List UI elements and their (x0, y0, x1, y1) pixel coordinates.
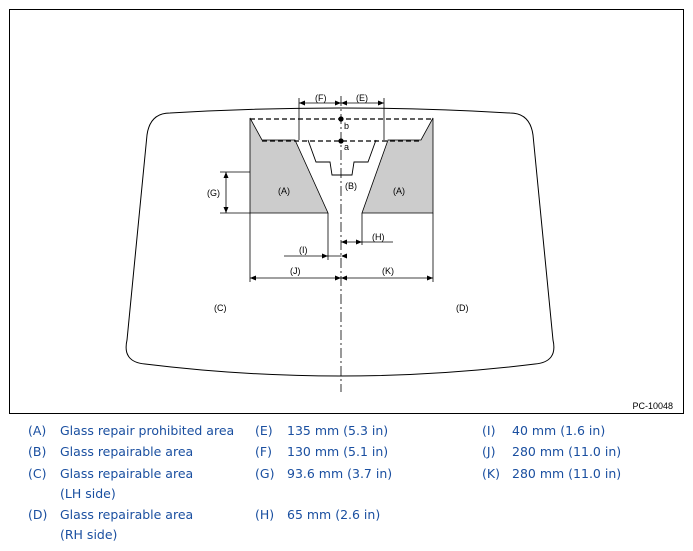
prohibited-area-right (361, 117, 434, 214)
legend-item-f: (F) 130 mm (5.1 in) (255, 442, 455, 462)
legend-value: 40 mm (1.6 in) (512, 423, 606, 438)
legend-item-h: (H) 65 mm (2.6 in) (255, 505, 455, 525)
legend-value: Glass repairable area (60, 466, 194, 481)
arrow-g-top (223, 172, 229, 178)
legend-key: (G) (255, 466, 275, 481)
mirror-base-outline (307, 139, 377, 176)
label-j: (J) (290, 266, 301, 276)
label-a-right: (A) (393, 186, 405, 196)
arrow-f-left (299, 100, 305, 106)
legend-key: (A) (28, 423, 47, 438)
legend-value: Glass repairable area (60, 444, 194, 459)
legend-value: 130 mm (5.1 in) (287, 444, 389, 459)
legend-value: 280 mm (11.0 in) (512, 466, 622, 481)
arrow-k-left (341, 275, 347, 281)
legend-col1: (A) Glass repair prohibited area (B) Gla… (28, 421, 253, 551)
legend-key: (I) (482, 423, 496, 438)
arrow-h-left (341, 239, 347, 245)
legend-item-d: (D) Glass repairable area (RH side) (28, 505, 253, 545)
legend-item-b: (B) Glass repairable area (28, 442, 253, 462)
legend-item-c: (C) Glass repairable area (LH side) (28, 464, 253, 504)
figure-code: PC-10048 (632, 401, 673, 411)
arrow-e-left (341, 100, 347, 106)
legend-key: (F) (255, 444, 272, 459)
label-b-point: b (344, 121, 349, 131)
legend-value: 280 mm (11.0 in) (512, 444, 622, 459)
legend-item-g: (G) 93.6 mm (3.7 in) (255, 464, 455, 484)
legend-item-i: (I) 40 mm (1.6 in) (482, 421, 682, 441)
point-a (338, 138, 344, 144)
label-e: (E) (356, 93, 368, 103)
legend-key: (K) (482, 466, 500, 481)
label-a-left: (A) (278, 186, 290, 196)
arrow-h-right (356, 239, 362, 245)
legend-value: Glass repairable area (60, 507, 194, 522)
legend-value: 65 mm (2.6 in) (287, 507, 381, 522)
legend-key: (E) (255, 423, 273, 438)
label-a-point: a (344, 142, 349, 152)
arrow-k-right (427, 275, 433, 281)
legend-item-e: (E) 135 mm (5.3 in) (255, 421, 455, 441)
label-k: (K) (382, 266, 394, 276)
label-c: (C) (214, 303, 227, 313)
arrow-i-right (341, 253, 347, 259)
legend-key: (J) (482, 444, 496, 459)
point-b (338, 116, 344, 122)
legend-item-k: (K) 280 mm (11.0 in) (482, 464, 682, 484)
arrow-f-right (335, 100, 341, 106)
legend-col3: (I) 40 mm (1.6 in) (J) 280 mm (11.0 in) … (482, 421, 682, 491)
windshield-outline (125, 107, 555, 377)
legend-value-sub: (LH side) (60, 486, 116, 501)
label-i: (I) (299, 245, 308, 255)
arrow-j-left (250, 275, 256, 281)
legend-col2: (E) 135 mm (5.3 in) (F) 130 mm (5.1 in) … (255, 421, 455, 531)
windshield-diagram: (F) (E) b a (G) (A) (B) (A) (H) (I) (J) … (125, 93, 555, 392)
arrow-e-right (378, 100, 384, 106)
arrow-i-left (322, 253, 328, 259)
label-g: (G) (207, 188, 220, 198)
arrow-j-right (335, 275, 341, 281)
label-h: (H) (372, 232, 385, 242)
legend-item-j: (J) 280 mm (11.0 in) (482, 442, 682, 462)
arrow-g-bottom (223, 207, 229, 213)
prohibited-area-left (249, 117, 329, 214)
legend-value: 135 mm (5.3 in) (287, 423, 389, 438)
legend-item-a: (A) Glass repair prohibited area (28, 421, 253, 441)
label-d: (D) (456, 303, 469, 313)
legend-key: (B) (28, 444, 47, 459)
legend-key: (H) (255, 507, 275, 522)
legend-value: 93.6 mm (3.7 in) (287, 466, 393, 481)
label-f: (F) (315, 93, 327, 103)
label-b-area: (B) (345, 181, 357, 191)
legend-key: (C) (28, 466, 47, 481)
legend-key: (D) (28, 507, 48, 522)
legend-value-sub: (RH side) (60, 527, 118, 542)
diagram-frame: (F) (E) b a (G) (A) (B) (A) (H) (I) (J) … (9, 9, 684, 414)
legend-value: Glass repair prohibited area (60, 423, 235, 438)
